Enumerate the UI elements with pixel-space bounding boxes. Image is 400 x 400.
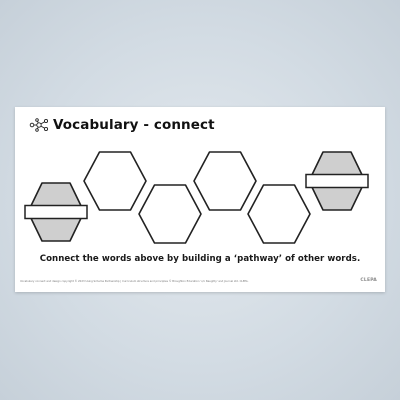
pathway-hexagon-1 — [83, 151, 147, 211]
instruction-text: Connect the words above by building a ‘p… — [39, 254, 361, 264]
worksheet-title: Vocabulary - connect — [53, 117, 215, 133]
brand-logo: CLEPA — [360, 278, 377, 283]
worksheet-card: Vocabulary - connect Connect the words a… — [15, 107, 385, 292]
worksheet-header: Vocabulary - connect — [29, 117, 215, 133]
end-word-label-box[interactable] — [305, 173, 369, 189]
pathway-hexagon-3 — [193, 151, 257, 211]
connected-nodes-icon — [29, 118, 49, 132]
start-word-label-box[interactable] — [24, 204, 88, 220]
pathway-hexagon-2 — [138, 184, 202, 244]
hexagon-canvas — [24, 151, 369, 244]
pathway-hexagon-4 — [247, 184, 311, 244]
hexagon-pathway — [15, 107, 385, 292]
copyright-footer: Vocabulary connect and design copyright … — [20, 280, 249, 283]
